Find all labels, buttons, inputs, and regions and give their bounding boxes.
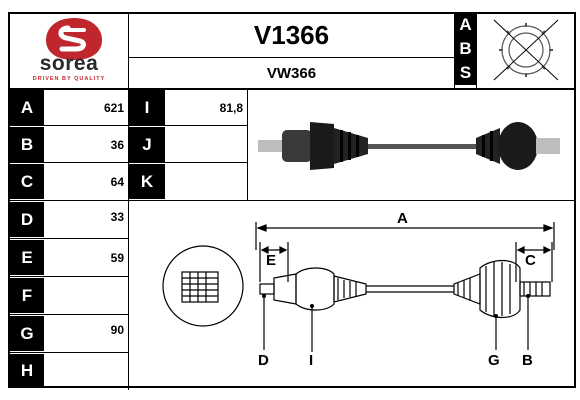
row-value-k <box>165 164 247 199</box>
row-value-h <box>44 354 128 388</box>
row-label-c: C <box>10 164 44 199</box>
diagram-label-d: D <box>258 352 269 369</box>
row-value-g: 90 <box>110 323 124 337</box>
row-value-f <box>44 278 128 313</box>
driveshaft-photo <box>250 100 574 196</box>
divider-v-abs <box>454 12 455 88</box>
row-label-a: A <box>10 90 44 125</box>
diagram-label-i: I <box>309 352 314 369</box>
row-value-i: 81,8 <box>219 100 243 115</box>
divider-v-abs2 <box>476 12 477 88</box>
row-value-c: 64 <box>110 174 124 189</box>
divider-v-left <box>128 12 129 390</box>
row-value-b: 36 <box>110 137 124 152</box>
row-label-j: J <box>129 127 165 162</box>
diagram-label-b: B <box>522 352 533 369</box>
divider-h-header <box>8 88 576 90</box>
diagram-label-e: E <box>266 252 277 269</box>
row-label-e: E <box>10 240 44 275</box>
row-label-h: H <box>10 354 44 388</box>
abs-letter-s: S <box>459 63 472 82</box>
abs-crossed-icon <box>478 14 574 86</box>
row-label-i: I <box>129 90 165 125</box>
diagram-label-g: G <box>488 352 500 369</box>
abs-letter-b: B <box>459 39 472 58</box>
part-code: V1366 <box>253 19 330 50</box>
driveshaft-diagram <box>130 202 574 388</box>
row-label-b: B <box>10 127 44 162</box>
sorea-logo-icon <box>46 18 102 60</box>
diagram-label-a: A <box>397 210 408 227</box>
row-label-k: K <box>129 164 165 199</box>
row-label-d: D <box>10 202 44 237</box>
row-label-g: G <box>10 316 44 351</box>
abs-letter-a: A <box>459 15 472 34</box>
row-value-e: 59 <box>110 250 124 265</box>
brand-logo <box>10 14 128 86</box>
row-value-j <box>165 127 247 162</box>
abs-letter-column: A B S <box>455 13 476 85</box>
part-reference: VW366 <box>266 64 317 82</box>
row-value-d: 33 <box>110 210 124 224</box>
brand-name: sorea <box>39 52 99 75</box>
brand-tagline: DRIVEN BY QUALITY <box>32 76 106 82</box>
diagram-label-c: C <box>525 252 536 269</box>
row-label-f: F <box>10 278 44 313</box>
divider-h-title <box>128 57 455 58</box>
row-value-a: 621 <box>103 100 124 115</box>
